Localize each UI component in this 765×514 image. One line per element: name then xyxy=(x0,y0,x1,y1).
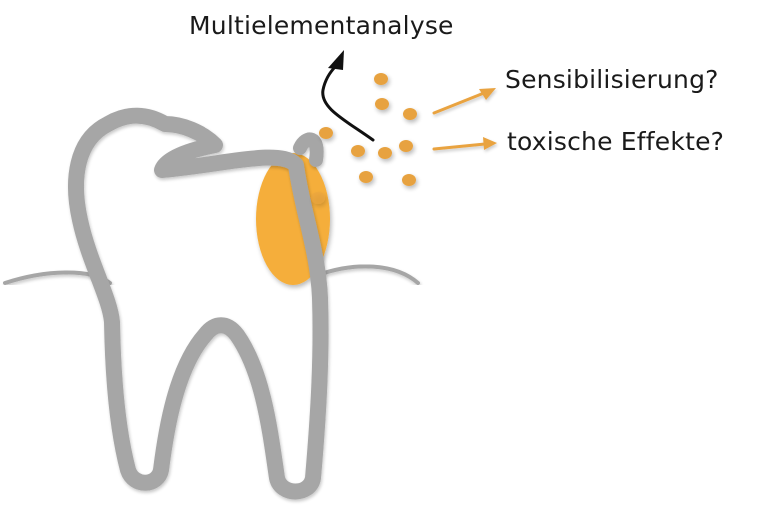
sensitization-label: Sensibilisierung? xyxy=(505,65,719,94)
particle-icon xyxy=(378,147,392,159)
analysis-arrow-icon xyxy=(321,50,375,142)
particle-icon xyxy=(311,192,325,204)
particle-icon xyxy=(403,108,417,120)
arrow-icon xyxy=(483,137,497,150)
particle-icon xyxy=(359,171,373,183)
toxic-effects-label: toxische Effekte? xyxy=(507,127,725,156)
particle-icon xyxy=(399,140,413,152)
tooth-icon xyxy=(68,107,329,500)
arrow-icon xyxy=(432,91,486,115)
arrow-icon xyxy=(479,88,496,100)
particles xyxy=(311,73,417,204)
analysis-label: Multielementanalyse xyxy=(189,11,454,40)
particle-icon xyxy=(351,145,365,157)
particle-icon xyxy=(374,73,388,85)
effect-arrows xyxy=(432,88,497,151)
particle-icon xyxy=(375,98,389,110)
particle-icon xyxy=(319,127,333,139)
particle-icon xyxy=(402,174,416,186)
arrow-icon xyxy=(432,142,487,151)
gum-line xyxy=(3,264,420,285)
